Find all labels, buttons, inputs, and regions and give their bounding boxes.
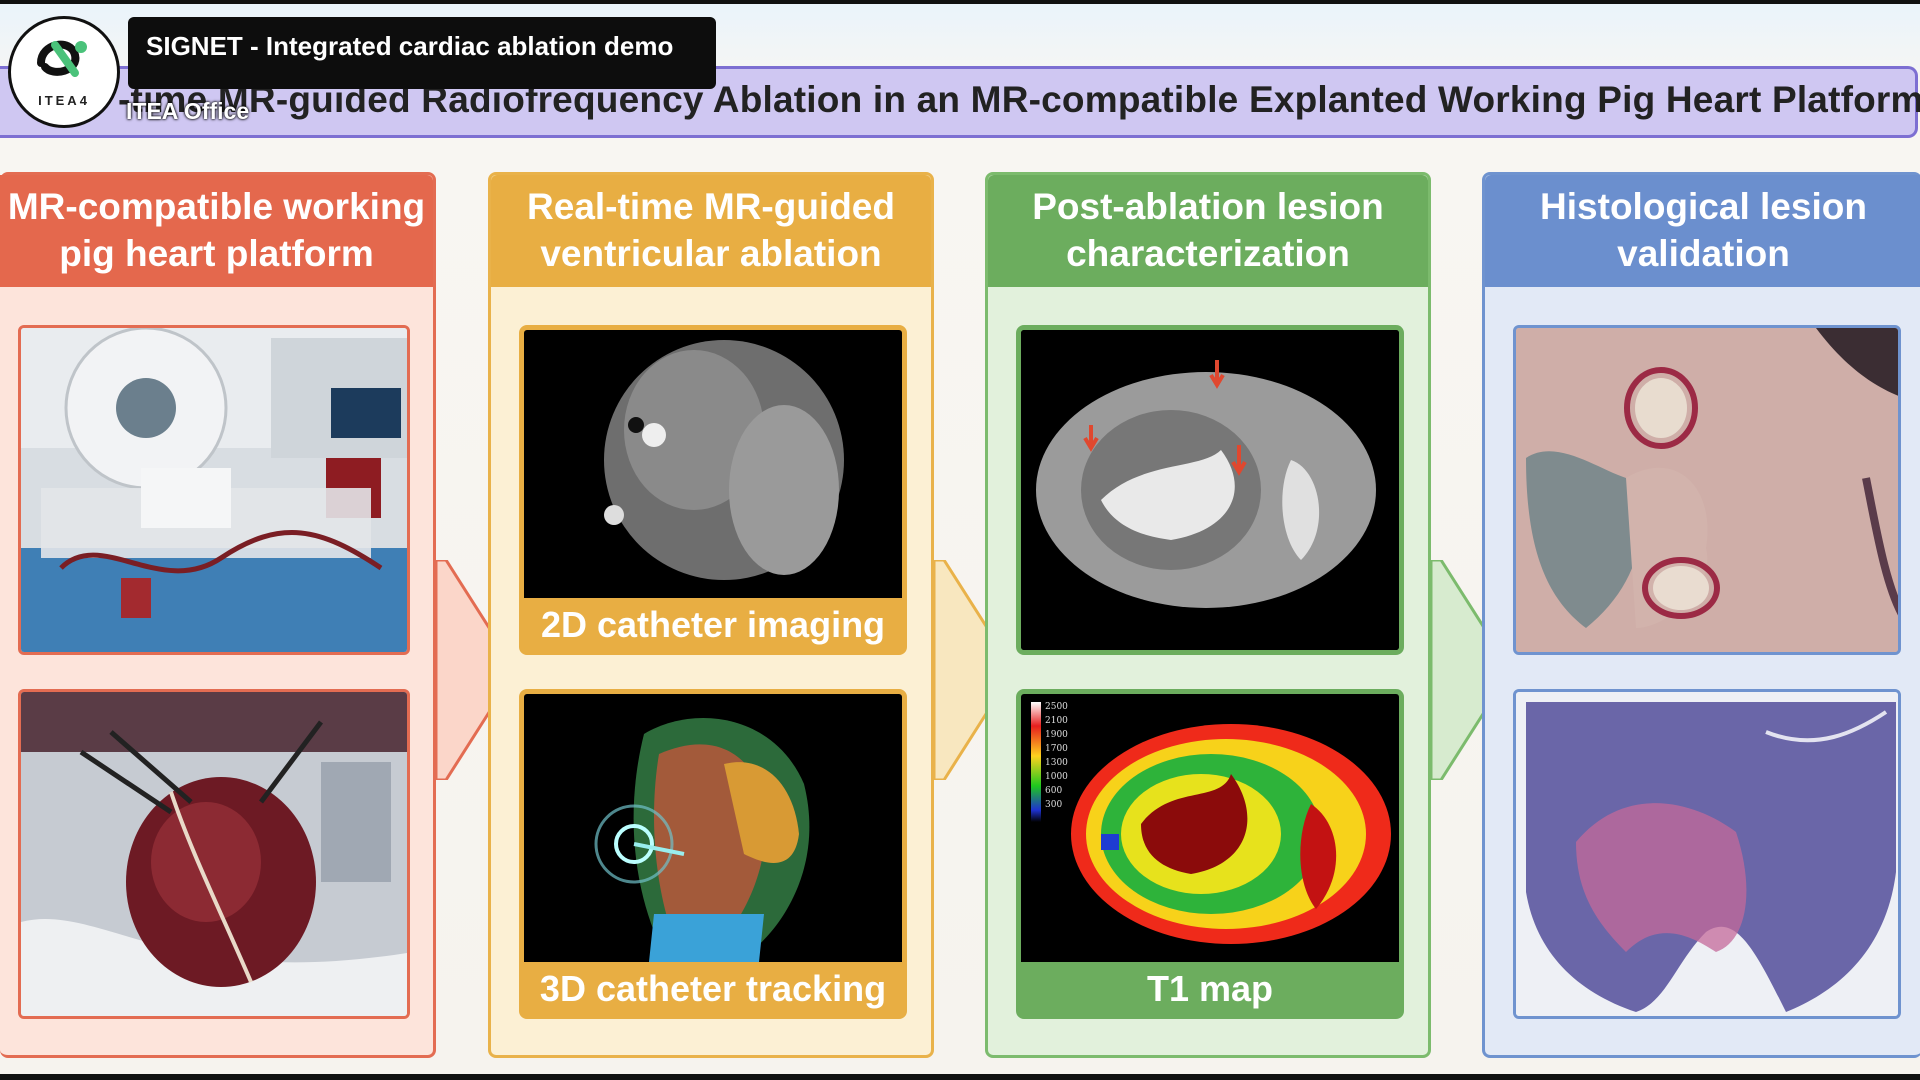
colorbar-tick: 2500 <box>1045 702 1068 712</box>
catheter-tracking-panel: 3D catheter tracking <box>519 689 907 1019</box>
channel-logo[interactable]: ITEA4 <box>8 16 120 128</box>
column-header-line: validation <box>1617 233 1790 274</box>
column-header: Post-ablation lesion characterization <box>988 175 1428 287</box>
itea-logo-icon <box>37 40 87 77</box>
column-header: Real-time MR-guided ventricular ablation <box>491 175 931 287</box>
channel-name[interactable]: ITEA Office <box>126 98 250 124</box>
arrow-chevron-icon <box>934 560 1016 780</box>
column-header-line: Real-time MR-guided <box>527 186 895 227</box>
explanted-heart-photo <box>18 689 410 1019</box>
colorbar-tick: 1700 <box>1045 744 1068 754</box>
arrow-chevron-icon <box>436 560 518 780</box>
colorbar-tick: 600 <box>1045 786 1063 796</box>
catheter-imaging-panel: 2D catheter imaging <box>519 325 907 655</box>
t1-map-panel: 2500 2100 1900 1700 1300 1000 600 300 T1… <box>1016 689 1404 1019</box>
column-header: Histological lesion validation <box>1485 175 1920 287</box>
caption-2d-imaging: 2D catheter imaging <box>540 604 886 645</box>
column-platform: MR-compatible working pig heart platform <box>0 172 436 1058</box>
caption-t1-map: T1 map <box>1146 968 1274 1009</box>
video-top-edge <box>0 0 1920 4</box>
colorbar-tick: 1300 <box>1045 758 1068 768</box>
column-header-line: Post-ablation lesion <box>1032 186 1384 227</box>
colorbar-ticks: 2500 2100 1900 1700 1300 1000 600 300 <box>1045 700 1085 812</box>
slide-title-banner: -time MR-guided Radiofrequency Ablation … <box>0 66 1920 138</box>
gross-pathology-photo <box>1513 325 1901 655</box>
colorbar-tick: 1000 <box>1045 772 1068 782</box>
video-bottom-edge <box>0 1074 1920 1080</box>
column-ablation: Real-time MR-guided ventricular ablation… <box>488 172 934 1058</box>
post-ablation-mri-panel <box>1016 325 1404 655</box>
column-header-line: pig heart platform <box>59 233 374 274</box>
column-histology: Histological lesion validation <box>1482 172 1920 1058</box>
column-header-line: Histological lesion <box>1540 186 1867 227</box>
column-header-line: ventricular ablation <box>540 233 882 274</box>
caption-3d-tracking: 3D catheter tracking <box>539 968 887 1009</box>
colorbar-tick: 300 <box>1045 800 1063 810</box>
video-title[interactable]: SIGNET - Integrated cardiac ablation dem… <box>146 31 674 61</box>
colorbar-tick: 2100 <box>1045 716 1068 726</box>
column-header-line: MR-compatible working <box>7 186 426 227</box>
column-header-line: characterization <box>1066 233 1350 274</box>
logo-text: ITEA4 <box>38 93 90 108</box>
histology-slide-image <box>1513 689 1901 1019</box>
mri-lab-photo <box>18 325 410 655</box>
video-title-bar[interactable]: SIGNET - Integrated cardiac ablation dem… <box>128 17 716 89</box>
colorbar-tick: 1900 <box>1045 730 1068 740</box>
column-header: MR-compatible working pig heart platform <box>0 175 433 287</box>
arrow-chevron-icon <box>1431 560 1513 780</box>
column-lesion-characterization: Post-ablation lesion characterization <box>985 172 1431 1058</box>
